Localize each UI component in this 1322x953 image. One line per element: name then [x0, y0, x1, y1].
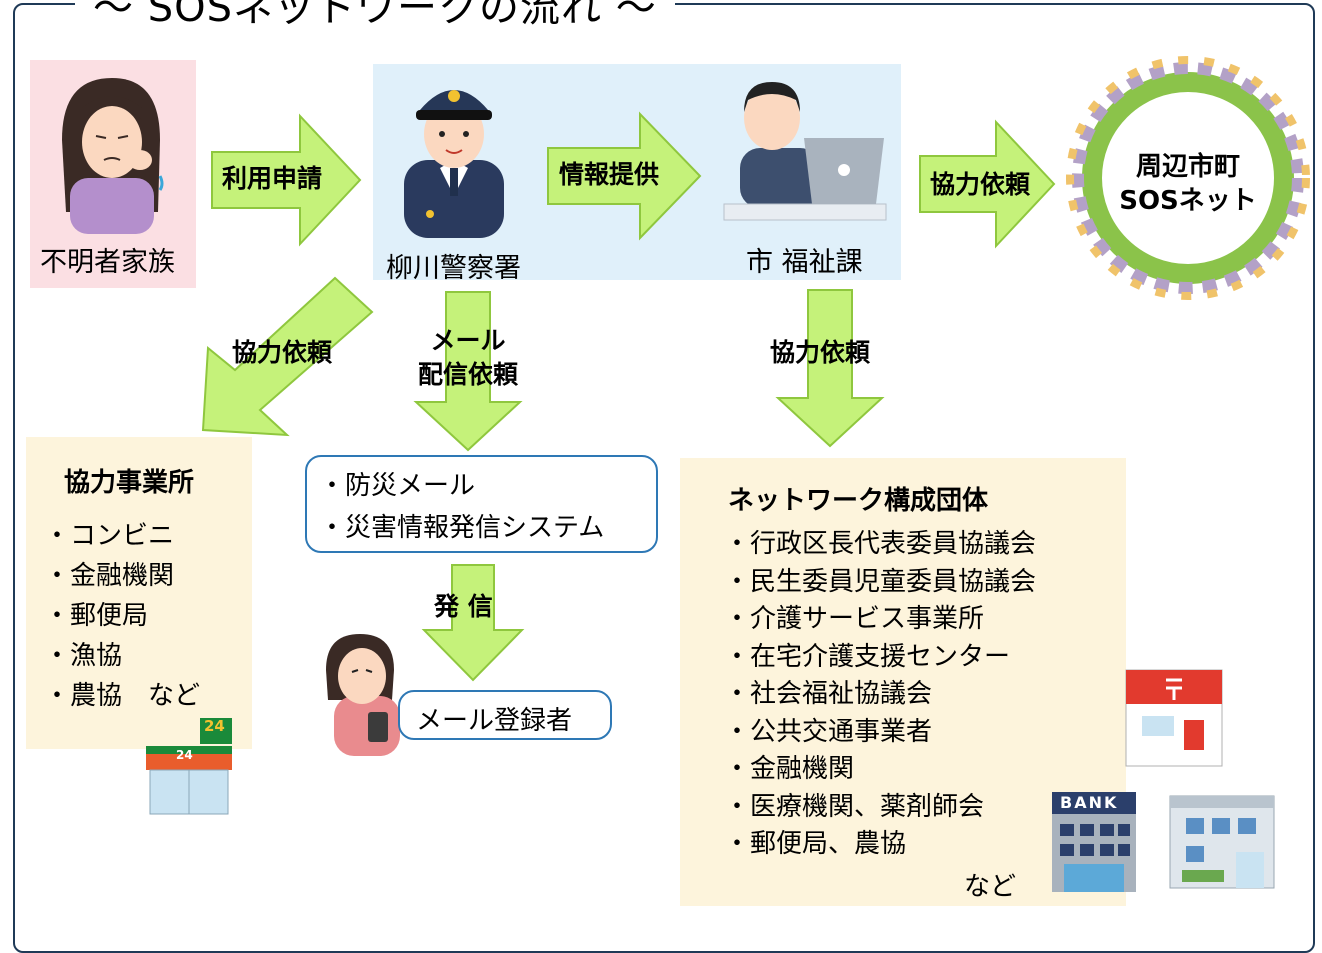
list-item: ・金融機関 [724, 754, 855, 784]
list-item: ・金融機関 [44, 561, 175, 591]
arrow-label-mail-line2: 配信依頼 [417, 360, 518, 389]
ring-label-line2: SOSネット [1119, 186, 1257, 216]
convenience-store-illustration [146, 718, 232, 815]
list-item: ・防災メール [319, 471, 476, 501]
list-item: ・行政区長代表委員協議会 [724, 529, 1037, 559]
businesses-list: ・コンビニ ・金融機関 ・郵便局 ・漁協 ・農協 など [44, 516, 200, 716]
list-item: ・社会福祉協議会 [724, 679, 933, 709]
businesses-heading: 協力事業所 [64, 468, 195, 498]
arrow-label-apply: 利用申請 [222, 164, 323, 193]
diagram-title: 〜 SOSネットワークの流れ 〜 [75, 0, 675, 33]
post-office-illustration [1125, 669, 1223, 767]
police-illustration [404, 90, 504, 238]
arrow-label-send: 発 信 [434, 592, 493, 621]
mail-systems-box: ・防災メール ・災害情報発信システム [305, 455, 658, 553]
mail-systems-list: ・防災メール ・災害情報発信システム [319, 465, 604, 549]
ring-label: 周辺市町 SOSネット [1108, 150, 1268, 218]
list-item: ・郵便局 [44, 601, 149, 631]
arrow-coop-right [775, 289, 885, 448]
phone-user-illustration [326, 634, 400, 756]
list-item: ・漁協 [44, 641, 123, 671]
arrow-label-coop-ring: 協力依頼 [930, 170, 1031, 199]
list-item: ・民生委員児童委員協議会 [724, 566, 1037, 597]
registrants-label: メール登録者 [416, 706, 573, 736]
arrow-label-coop-right: 協力依頼 [770, 338, 871, 367]
arrow-coop-left [201, 276, 374, 437]
list-item: ・災害情報発信システム [319, 513, 605, 543]
network-list: ・行政区長代表委員協議会 ・民生委員児童委員協議会 ・介護サービス事業所 ・在宅… [724, 526, 1036, 864]
family-label: 不明者家族 [40, 247, 175, 278]
welfare-staff-illustration [723, 82, 887, 221]
arrow-apply [211, 113, 362, 247]
arrow-info [547, 111, 702, 241]
network-box [680, 458, 1126, 906]
arrow-label-coop-left: 協力依頼 [232, 338, 333, 367]
diagram-graphics [62, 56, 1310, 892]
network-heading: ネットワーク構成団体 [728, 486, 989, 516]
town-ring-illustration [1066, 56, 1310, 300]
arrow-label-info: 情報提供 [559, 160, 660, 189]
list-item: ・郵便局、農協 [724, 829, 907, 859]
network-footer: など [964, 872, 1017, 902]
store-awning-sign: 24 [176, 748, 193, 762]
list-item: ・公共交通事業者 [724, 716, 933, 747]
registrants-box: メール登録者 [398, 690, 612, 740]
arrow-mail [413, 291, 523, 452]
arrow-label-mail-line1: メール [430, 326, 506, 355]
list-item: ・在宅介護支援センター [724, 641, 1011, 672]
arrow-coop-ring [919, 119, 1056, 249]
list-item: ・農協 など [44, 681, 201, 711]
arrow-send [421, 564, 525, 682]
list-item: ・コンビニ [44, 521, 175, 551]
list-item: ・介護サービス事業所 [724, 604, 985, 634]
police-label: 柳川警察署 [386, 253, 521, 284]
list-item: ・医療機関、薬剤師会 [724, 791, 985, 822]
clinic-illustration [1169, 795, 1275, 889]
bank-sign: BANK [1060, 793, 1119, 812]
bank-illustration [1052, 792, 1136, 892]
arrow-label-mail: メール 配信依頼 [398, 324, 538, 392]
welfare-label: 市 福祉課 [746, 247, 863, 278]
businesses-box [26, 437, 252, 749]
ring-label-line1: 周辺市町 [1135, 152, 1240, 182]
family-illustration [62, 78, 164, 234]
store-sign: 24 [204, 717, 225, 735]
